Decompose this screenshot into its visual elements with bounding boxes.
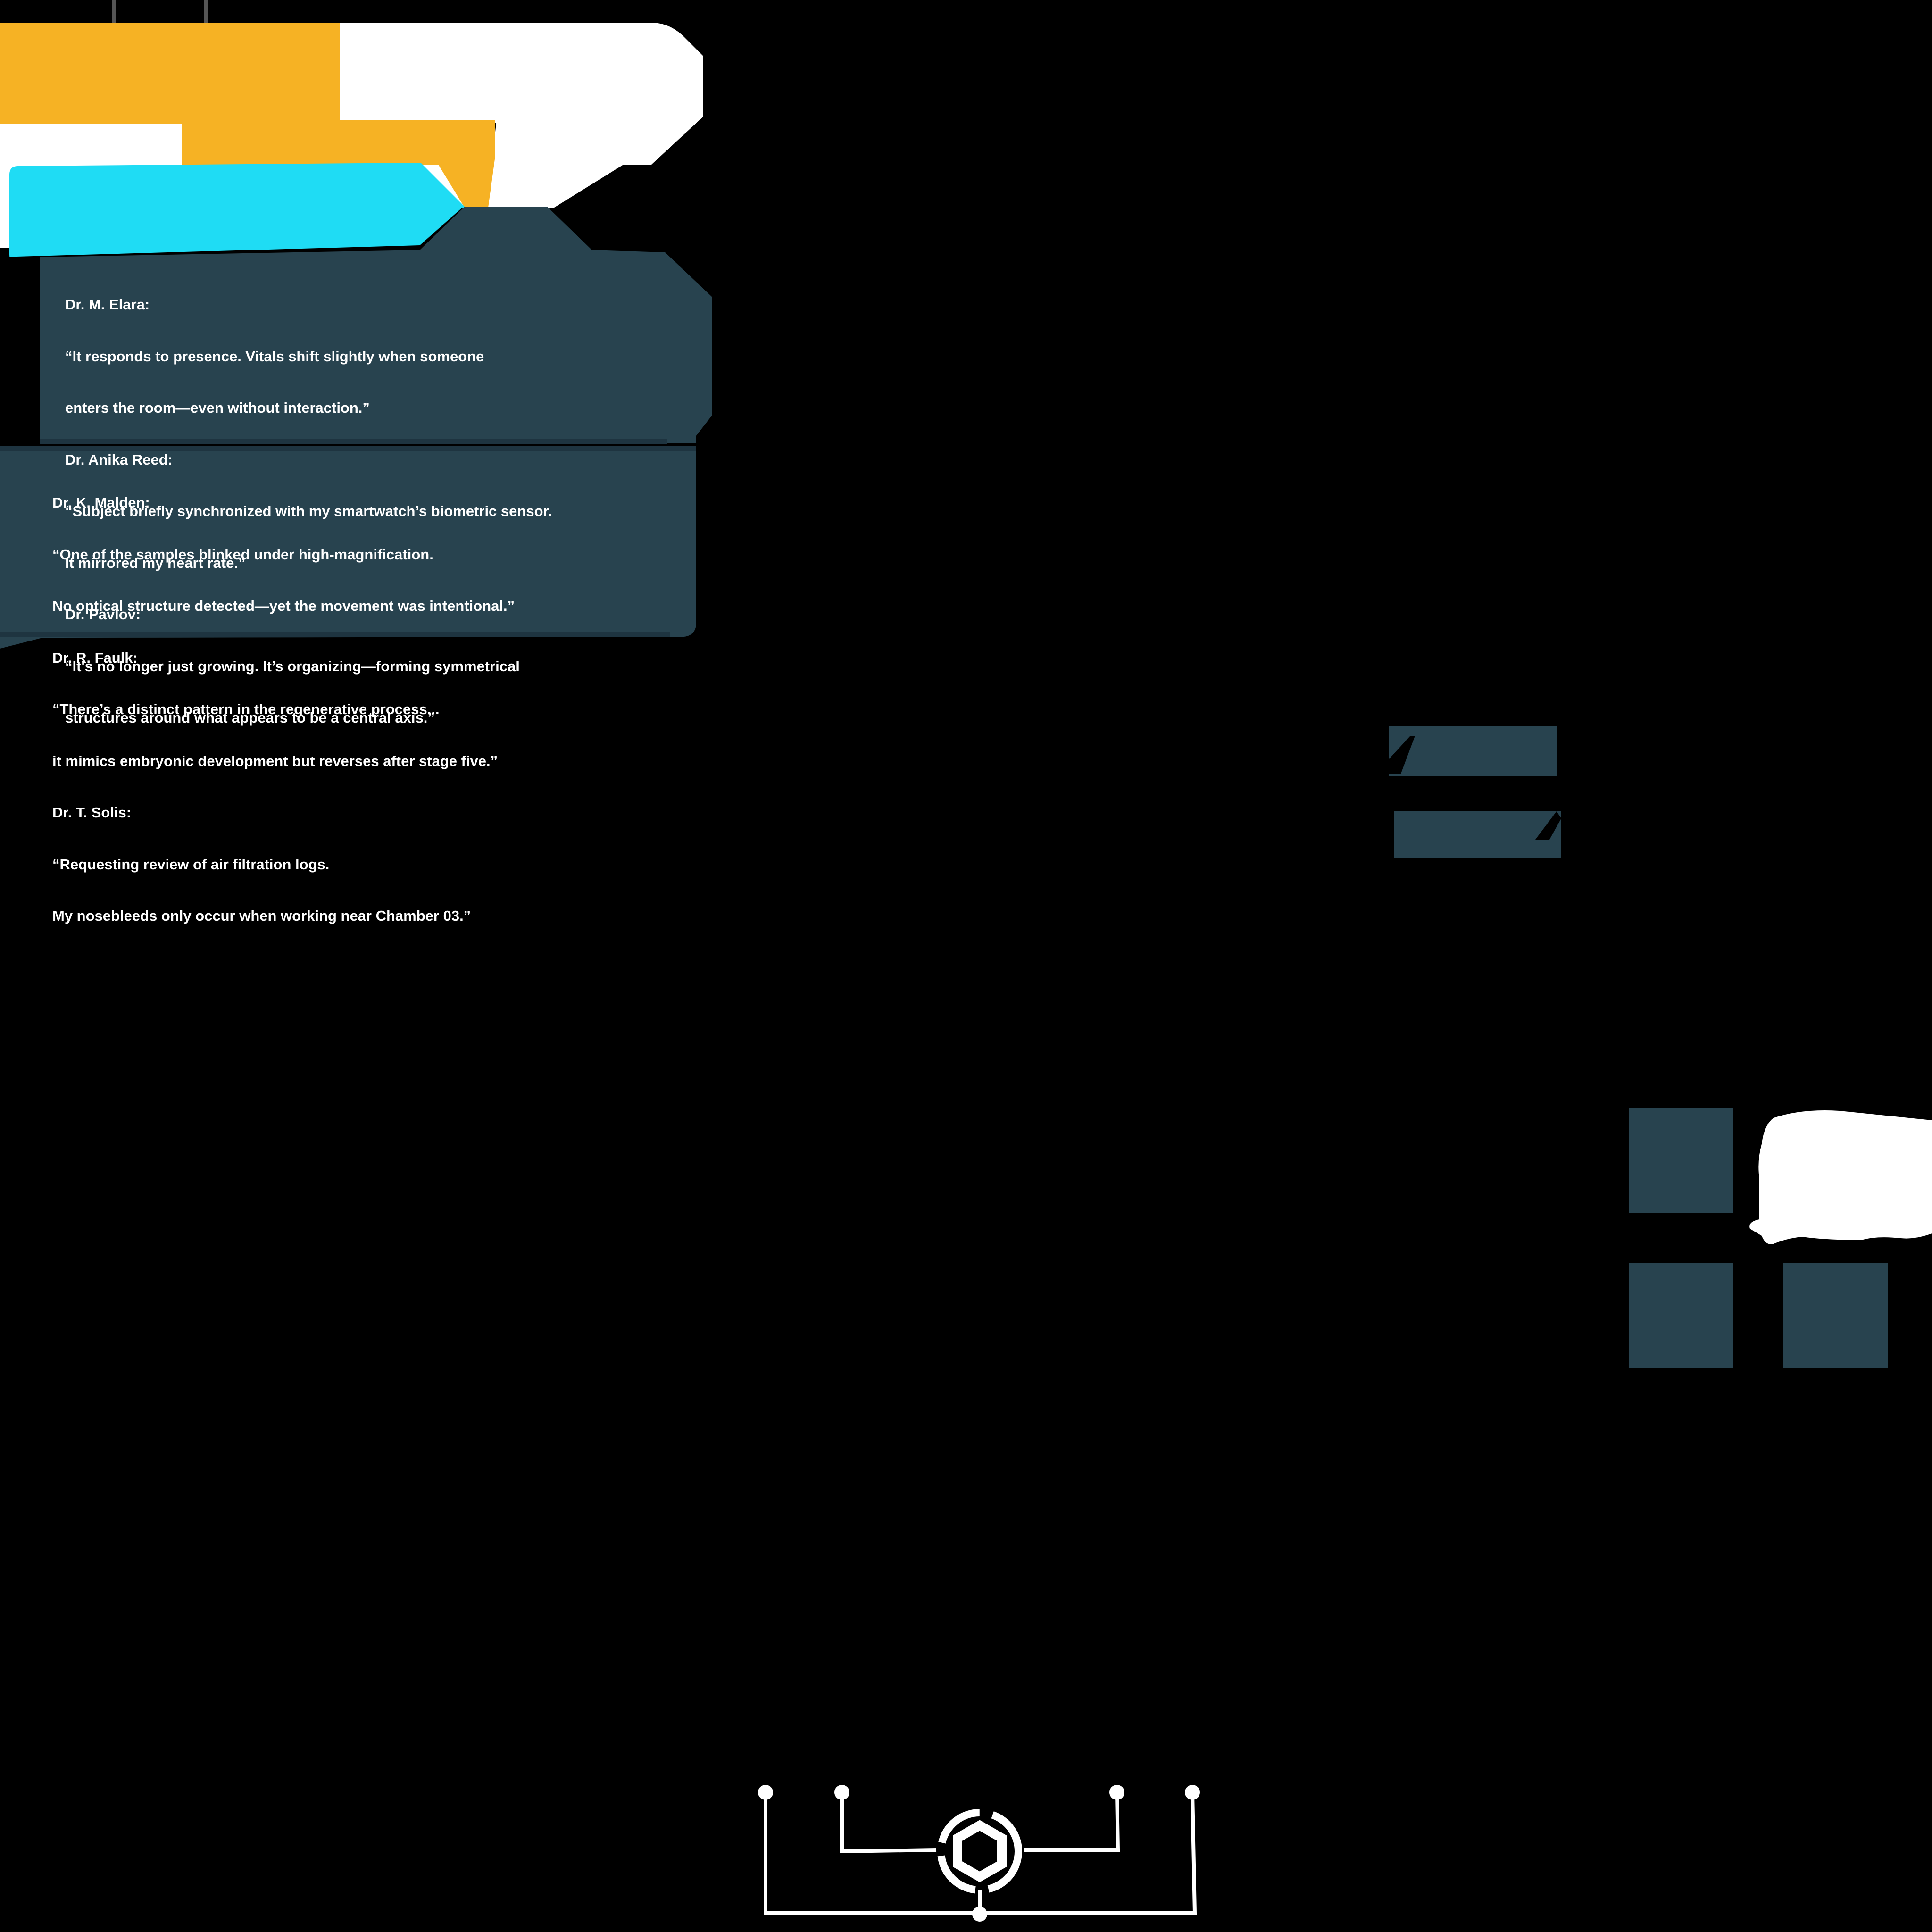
log-line: “Requesting review of air filtration log… xyxy=(52,856,330,873)
grid-tile-icon xyxy=(1629,1108,1733,1213)
log-line: My nosebleeds only occur when working ne… xyxy=(52,908,471,924)
log-speaker: Dr. T. Solis: xyxy=(52,804,132,821)
log-speaker: Dr. K. Malden: xyxy=(52,494,150,511)
grid-tile-icon xyxy=(1783,1263,1888,1368)
bracket-arrow-icon[interactable] xyxy=(1389,726,1561,858)
log-speaker: Dr. Anika Reed: xyxy=(65,451,173,468)
log-line: “There’s a distinct pattern in the regen… xyxy=(52,701,440,717)
log-line: “Subject briefly synchronized with my sm… xyxy=(65,503,552,519)
log-panel-1: Dr. M. Elara: “It responds to presence. … xyxy=(65,262,552,761)
header-banner-icon xyxy=(0,23,703,264)
paint-splash-icon xyxy=(1749,1110,1932,1244)
log-line: structures around what appears to be a c… xyxy=(65,709,435,726)
log-speaker: Dr. M. Elara: xyxy=(65,296,150,313)
log-speaker: Dr. R. Faulk: xyxy=(52,649,138,666)
log-line: “It's no longer just growing. It’s organ… xyxy=(65,658,520,675)
log-line: it mimics embryonic development but reve… xyxy=(52,752,498,769)
log-line: No optical structure detected—yet the mo… xyxy=(52,598,515,614)
log-panel-2-bg xyxy=(0,446,696,649)
grid-tile-icon xyxy=(1629,1263,1733,1368)
log-line: “One of the samples blinked under high-m… xyxy=(52,546,433,563)
hexagon-circuit-icon[interactable] xyxy=(758,1785,1200,1922)
grid-tiles-group xyxy=(1629,1108,1888,1368)
hanging-wires-icon xyxy=(112,0,208,23)
log-panel-2: Dr. K. Malden: “One of the samples blink… xyxy=(52,460,515,959)
log-line: “It responds to presence. Vitals shift s… xyxy=(65,348,484,365)
log-line: enters the room—even without interaction… xyxy=(65,400,370,416)
log-line: It mirrored my heart rate.” xyxy=(65,554,246,571)
log-speaker: Dr. Pavlov: xyxy=(65,606,141,623)
